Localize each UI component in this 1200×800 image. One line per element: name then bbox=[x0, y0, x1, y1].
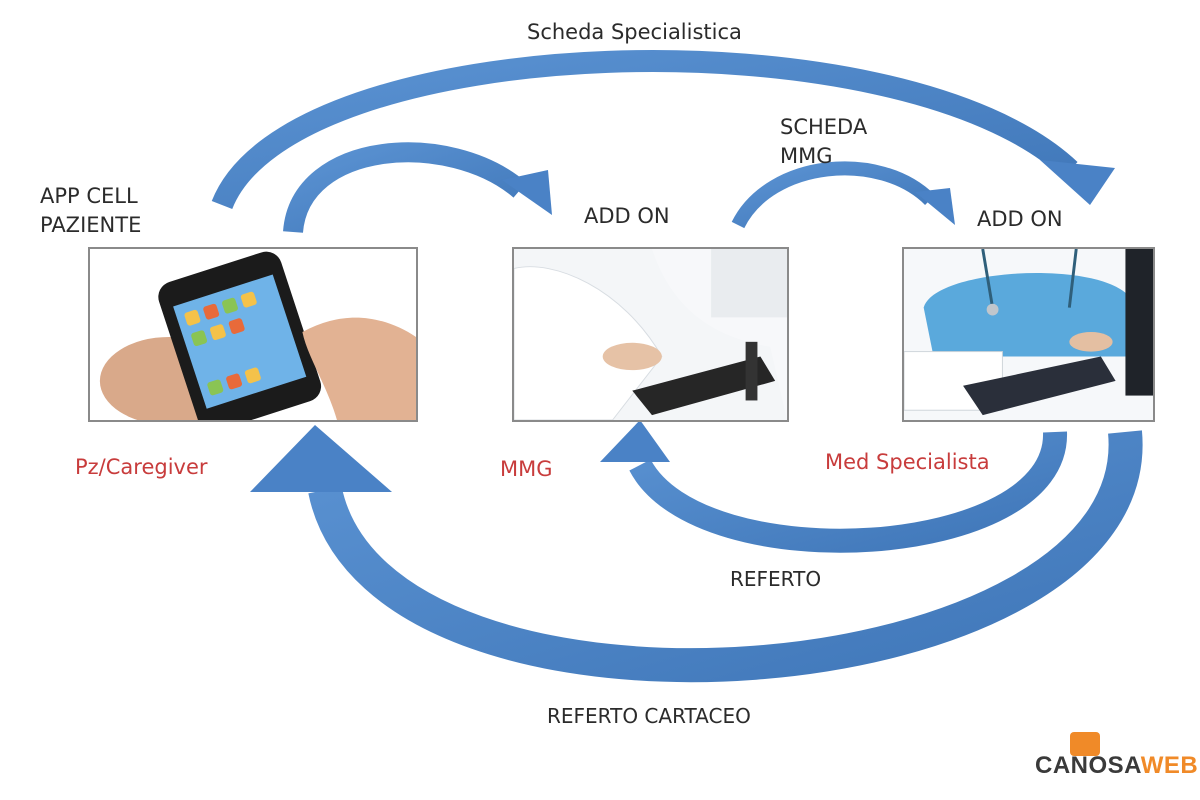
label-referto: REFERTO bbox=[730, 567, 822, 591]
label-scheda-mmg-line1: SCHEDA bbox=[780, 115, 868, 139]
canosaweb-logo: CANOSAWEB bbox=[1035, 732, 1198, 782]
label-add-on-mmg: ADD ON bbox=[584, 204, 670, 228]
label-referto-cartaceo: REFERTO CARTACEO bbox=[547, 704, 751, 728]
arrow-scheda-mmg bbox=[731, 161, 955, 229]
specialist-keyboard-icon bbox=[904, 249, 1153, 420]
role-specialist: Med Specialista bbox=[825, 450, 990, 474]
role-mmg: MMG bbox=[500, 457, 553, 481]
label-scheda-mmg-line2: MMG bbox=[780, 144, 833, 168]
label-app-cell-line2: PAZIENTE bbox=[40, 213, 142, 237]
arrow-patient-to-mmg bbox=[283, 142, 552, 234]
logo-text: CANOSAWEB bbox=[1035, 752, 1198, 780]
doctor-laptop-icon bbox=[514, 249, 787, 420]
patient-phone-photo bbox=[88, 247, 418, 422]
arrow-referto-cartaceo bbox=[250, 425, 1143, 683]
smartphone-icon bbox=[90, 249, 416, 420]
label-scheda-specialistica: Scheda Specialistica bbox=[527, 20, 742, 44]
mmg-doctor-photo bbox=[512, 247, 789, 422]
arrow-referto bbox=[600, 420, 1068, 553]
label-app-cell-line1: APP CELL bbox=[40, 184, 138, 208]
logo-badge-icon bbox=[1070, 732, 1100, 756]
role-patient: Pz/Caregiver bbox=[75, 455, 208, 479]
label-add-on-specialist: ADD ON bbox=[977, 207, 1063, 231]
logo-text-part2: WEB bbox=[1140, 752, 1199, 779]
logo-text-part1: CANOSA bbox=[1035, 752, 1141, 779]
specialist-doctor-photo bbox=[902, 247, 1155, 422]
arrow-scheda-specialistica bbox=[211, 50, 1115, 210]
